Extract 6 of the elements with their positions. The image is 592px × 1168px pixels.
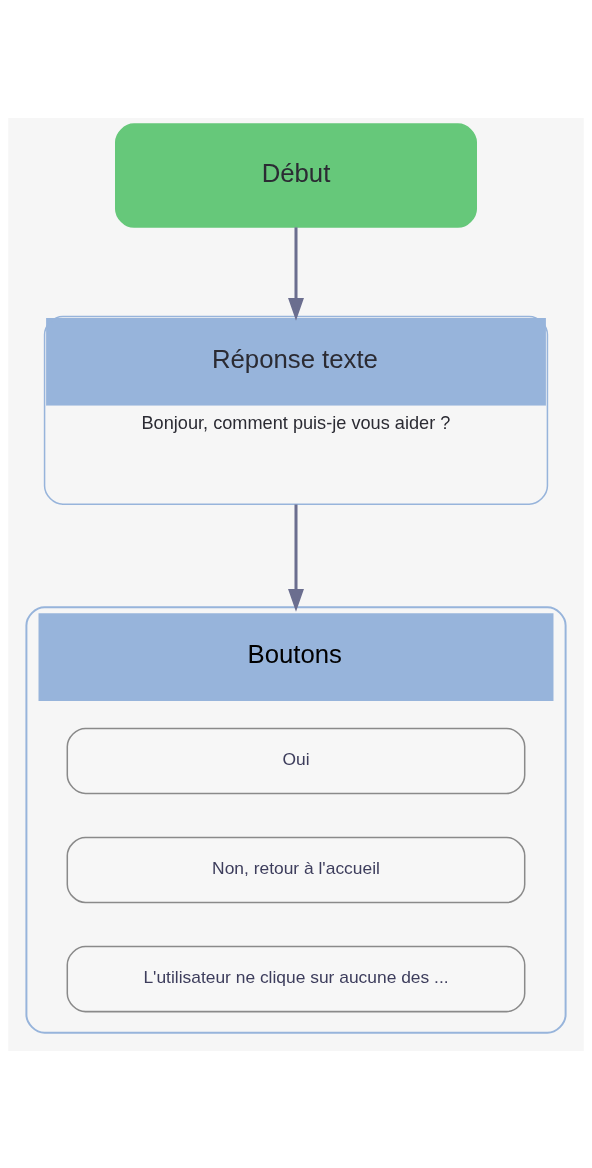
node-box: Oui <box>66 727 526 794</box>
arrow <box>288 226 304 321</box>
node-box: Début <box>115 122 477 228</box>
node-box: L'utilisateur ne clique sur aucune des ... <box>66 945 526 1012</box>
arrow <box>288 504 304 612</box>
node-box: Non, retour à l'accueil <box>66 836 526 903</box>
